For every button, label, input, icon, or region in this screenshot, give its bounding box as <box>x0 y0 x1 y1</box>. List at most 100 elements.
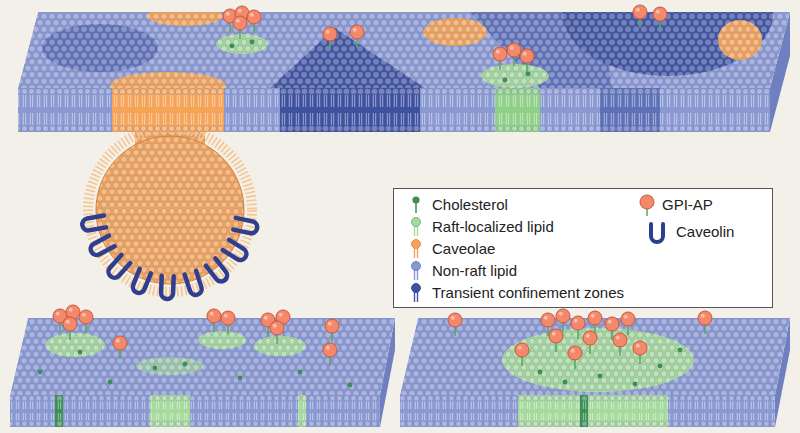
caveolin <box>206 258 230 284</box>
gpi-ap <box>653 7 667 30</box>
gpi-ap <box>507 43 521 66</box>
caveola-bulb <box>96 136 244 284</box>
cholesterol <box>78 350 83 355</box>
caveolin <box>81 216 106 232</box>
caveolin <box>106 255 130 280</box>
gpi-ap <box>493 47 507 70</box>
gpi-ap <box>633 5 647 28</box>
cholesterol <box>503 78 508 83</box>
cholesterol <box>108 380 113 385</box>
caveolin <box>89 236 115 257</box>
legend-icon <box>646 221 668 247</box>
gpi-ap <box>448 313 462 336</box>
legend-label: Non-raft lipid <box>432 260 517 280</box>
gpi-ap <box>323 27 337 50</box>
cholesterol <box>598 374 603 379</box>
legend-entry: GPI-AP <box>638 194 713 214</box>
caveola-lipid-tails <box>88 128 252 292</box>
bilayer <box>10 395 380 427</box>
gpi-ap <box>583 331 597 354</box>
caveolin <box>161 276 174 299</box>
gpi-ap <box>63 317 77 340</box>
gpi-ap <box>323 343 337 366</box>
gpi-ap <box>571 316 585 339</box>
gpi-ap <box>325 319 339 342</box>
gpi-ap <box>207 309 221 332</box>
legend-icon <box>408 260 430 286</box>
gpi-ap <box>221 311 235 334</box>
membrane-front <box>10 395 380 427</box>
legend-entry: Transient confinement zones <box>408 282 624 302</box>
caveolin <box>131 269 151 295</box>
membrane-surface <box>18 0 790 100</box>
gpi-ap <box>556 309 570 332</box>
caveolin-icon <box>651 224 663 242</box>
gpi-ap <box>549 329 563 352</box>
non-raft-surface <box>10 318 395 395</box>
membrane-right <box>400 309 790 427</box>
caveolin <box>185 271 204 297</box>
cholesterol <box>678 348 683 353</box>
cholesterol <box>563 380 568 385</box>
gpi-ap-icon <box>640 195 654 209</box>
gpi-ap <box>270 321 284 344</box>
legend-icon <box>408 194 430 220</box>
legend-label: Transient confinement zones <box>432 282 624 302</box>
legend-icon <box>408 282 430 308</box>
caveolin <box>233 218 258 235</box>
cholesterol <box>633 382 638 387</box>
caveolin <box>223 240 249 262</box>
bilayer <box>18 88 770 132</box>
membrane-top <box>18 0 790 132</box>
legend-entry: Raft-localized lipid <box>408 216 554 236</box>
cholesterol <box>658 364 663 369</box>
legend-entry: Non-raft lipid <box>408 260 517 280</box>
gpi-ap <box>633 341 647 364</box>
membrane-front <box>18 88 770 132</box>
cholesterol <box>238 376 243 381</box>
gpi-ap <box>233 16 247 39</box>
cholesterol <box>153 366 158 371</box>
cholesterol <box>526 72 531 77</box>
cholesterol <box>38 370 43 375</box>
lipid-icon <box>412 240 421 249</box>
lipid-icon <box>412 284 421 293</box>
gpi-ap <box>113 336 127 359</box>
legend-label: Raft-localized lipid <box>432 216 554 236</box>
gpi-ap <box>247 10 261 33</box>
lipid-icon <box>412 262 421 271</box>
gpi-ap <box>568 346 582 369</box>
legend-entry: Caveolin <box>646 221 734 241</box>
gpi-ap <box>698 311 712 334</box>
caveola-bulb <box>96 136 244 284</box>
cholesterol-icon <box>415 202 417 213</box>
non-raft-surface <box>18 12 790 88</box>
cholesterol <box>298 370 303 375</box>
gpi-ap <box>621 312 635 335</box>
cholesterol <box>183 362 188 367</box>
membrane-front <box>400 395 775 427</box>
lipid-heads <box>10 318 395 395</box>
legend-label: Caveolin <box>676 221 734 241</box>
lipid-icon <box>412 218 421 227</box>
legend-box: CholesterolRaft-localized lipidCaveolaeN… <box>393 188 773 308</box>
caveola <box>81 120 258 299</box>
legend-label: Caveolae <box>432 238 495 258</box>
legend-icon <box>408 238 430 264</box>
gpi-ap <box>79 310 93 333</box>
bilayer <box>400 395 775 427</box>
caveola-outline <box>96 136 244 284</box>
legend-icon <box>408 216 430 242</box>
gpi-ap <box>613 333 627 356</box>
cholesterol-icon <box>412 196 419 203</box>
membrane-surface <box>10 318 395 395</box>
legend-label: GPI-AP <box>662 194 713 214</box>
membrane-left <box>10 305 395 427</box>
legend-entry: Caveolae <box>408 238 495 258</box>
lipid-heads <box>18 12 790 88</box>
cholesterol <box>250 40 255 45</box>
legend-icon <box>638 194 660 220</box>
gpi-ap <box>520 49 534 72</box>
gpi-ap <box>515 343 529 366</box>
cholesterol <box>230 44 235 49</box>
